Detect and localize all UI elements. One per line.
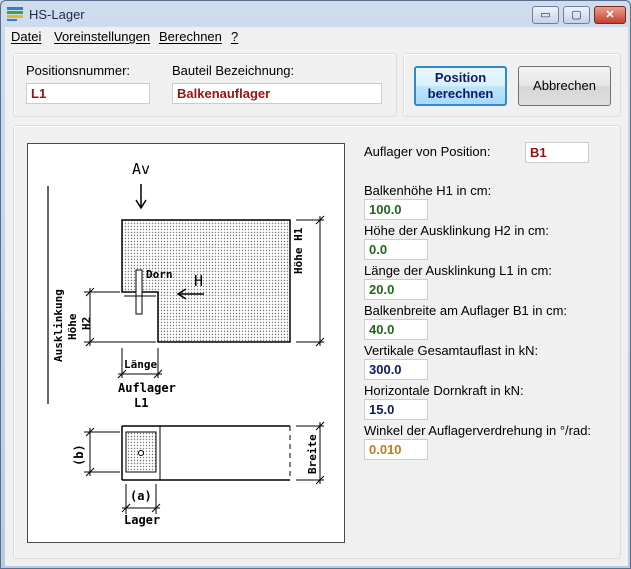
close-button[interactable]: ✕ bbox=[594, 6, 626, 24]
label-hoehe-h1: Höhe H1 bbox=[292, 227, 305, 274]
title-bar[interactable]: HS-Lager ▭ ▢ ✕ bbox=[1, 1, 630, 27]
b1-label: Balkenbreite am Auflager B1 in cm: bbox=[364, 303, 568, 318]
menu-help[interactable]: ? bbox=[231, 29, 239, 44]
positionsnummer-input[interactable]: L1 bbox=[26, 83, 150, 104]
window-title: HS-Lager bbox=[29, 7, 85, 22]
h2-input[interactable]: 0.0 bbox=[364, 239, 428, 260]
gesamtauflast-label: Vertikale Gesamtauflast in kN: bbox=[364, 343, 539, 358]
maximize-button[interactable]: ▢ bbox=[563, 6, 590, 24]
beam-side-view bbox=[121, 219, 291, 343]
winkel-input[interactable]: 0.010 bbox=[364, 439, 428, 460]
h2-label: Höhe der Ausklinkung H2 in cm: bbox=[364, 223, 549, 238]
minimize-icon: ▭ bbox=[540, 9, 551, 21]
menu-datei[interactable]: Datei bbox=[11, 29, 42, 44]
menu-voreinstellungen[interactable]: Voreinstellungen bbox=[54, 29, 151, 44]
b1-input[interactable]: 40.0 bbox=[364, 319, 428, 340]
h1-input[interactable]: 100.0 bbox=[364, 199, 428, 220]
winkel-label: Winkel der Auflagerverdrehung in °/rad: bbox=[364, 423, 592, 438]
berechnen-button-line1: Position bbox=[434, 70, 487, 85]
abbrechen-button[interactable]: Abbrechen bbox=[518, 66, 611, 106]
beam-support-drawing: Av Dorn H Höhe H1 Ausklinkung Höhe H2 Lä… bbox=[27, 143, 345, 543]
bezeichnung-input[interactable]: Balkenauflager bbox=[172, 83, 382, 104]
action-group: Position berechnen Abbrechen bbox=[403, 53, 621, 117]
dorn-pin bbox=[135, 269, 143, 315]
label-h: H bbox=[194, 272, 204, 290]
app-icon bbox=[7, 7, 23, 21]
l1-input[interactable]: 20.0 bbox=[364, 279, 428, 300]
client-area: Positionsnummer: L1 Bauteil Bezeichnung:… bbox=[5, 47, 628, 566]
dornkraft-input[interactable]: 15.0 bbox=[364, 399, 428, 420]
label-av: Av bbox=[132, 160, 151, 178]
position-berechnen-button[interactable]: Position berechnen bbox=[414, 66, 507, 106]
maximize-icon: ▢ bbox=[571, 9, 582, 21]
menu-bar: Datei Voreinstellungen Berechnen ? bbox=[5, 27, 628, 47]
label-breite: Breite bbox=[306, 434, 319, 474]
label-auflager: Auflager bbox=[118, 381, 176, 395]
minimize-button[interactable]: ▭ bbox=[532, 6, 559, 24]
auflager-label: Auflager von Position: bbox=[364, 144, 491, 159]
berechnen-button-line2: berechnen bbox=[427, 86, 494, 101]
label-h2: H2 bbox=[80, 316, 93, 330]
beam-drawing-svg bbox=[47, 184, 325, 514]
label-hoehe: Höhe bbox=[66, 313, 79, 341]
dornkraft-label: Horizontale Dornkraft in kN: bbox=[364, 383, 524, 398]
label-laenge: Länge bbox=[124, 358, 158, 371]
label-lager: Lager bbox=[124, 513, 161, 527]
menu-berechnen[interactable]: Berechnen bbox=[159, 29, 222, 44]
auflager-input[interactable]: B1 bbox=[525, 142, 589, 163]
abbrechen-button-label: Abbrechen bbox=[533, 78, 596, 93]
h1-label: Balkenhöhe H1 in cm: bbox=[364, 183, 492, 198]
label-ausklinkung: Ausklinkung bbox=[52, 289, 65, 362]
gesamtauflast-input[interactable]: 300.0 bbox=[364, 359, 428, 380]
close-icon: ✕ bbox=[605, 9, 615, 21]
l1-label: Länge der Ausklinkung L1 in cm: bbox=[364, 263, 552, 278]
label-l1: L1 bbox=[134, 396, 149, 410]
label-b: (b) bbox=[72, 444, 86, 466]
position-group: Positionsnummer: L1 Bauteil Bezeichnung:… bbox=[13, 53, 397, 117]
positionsnummer-label: Positionsnummer: bbox=[26, 63, 131, 78]
label-dorn: Dorn bbox=[146, 268, 173, 281]
bezeichnung-label: Bauteil Bezeichnung: bbox=[172, 63, 295, 78]
label-a: (a) bbox=[130, 489, 152, 503]
